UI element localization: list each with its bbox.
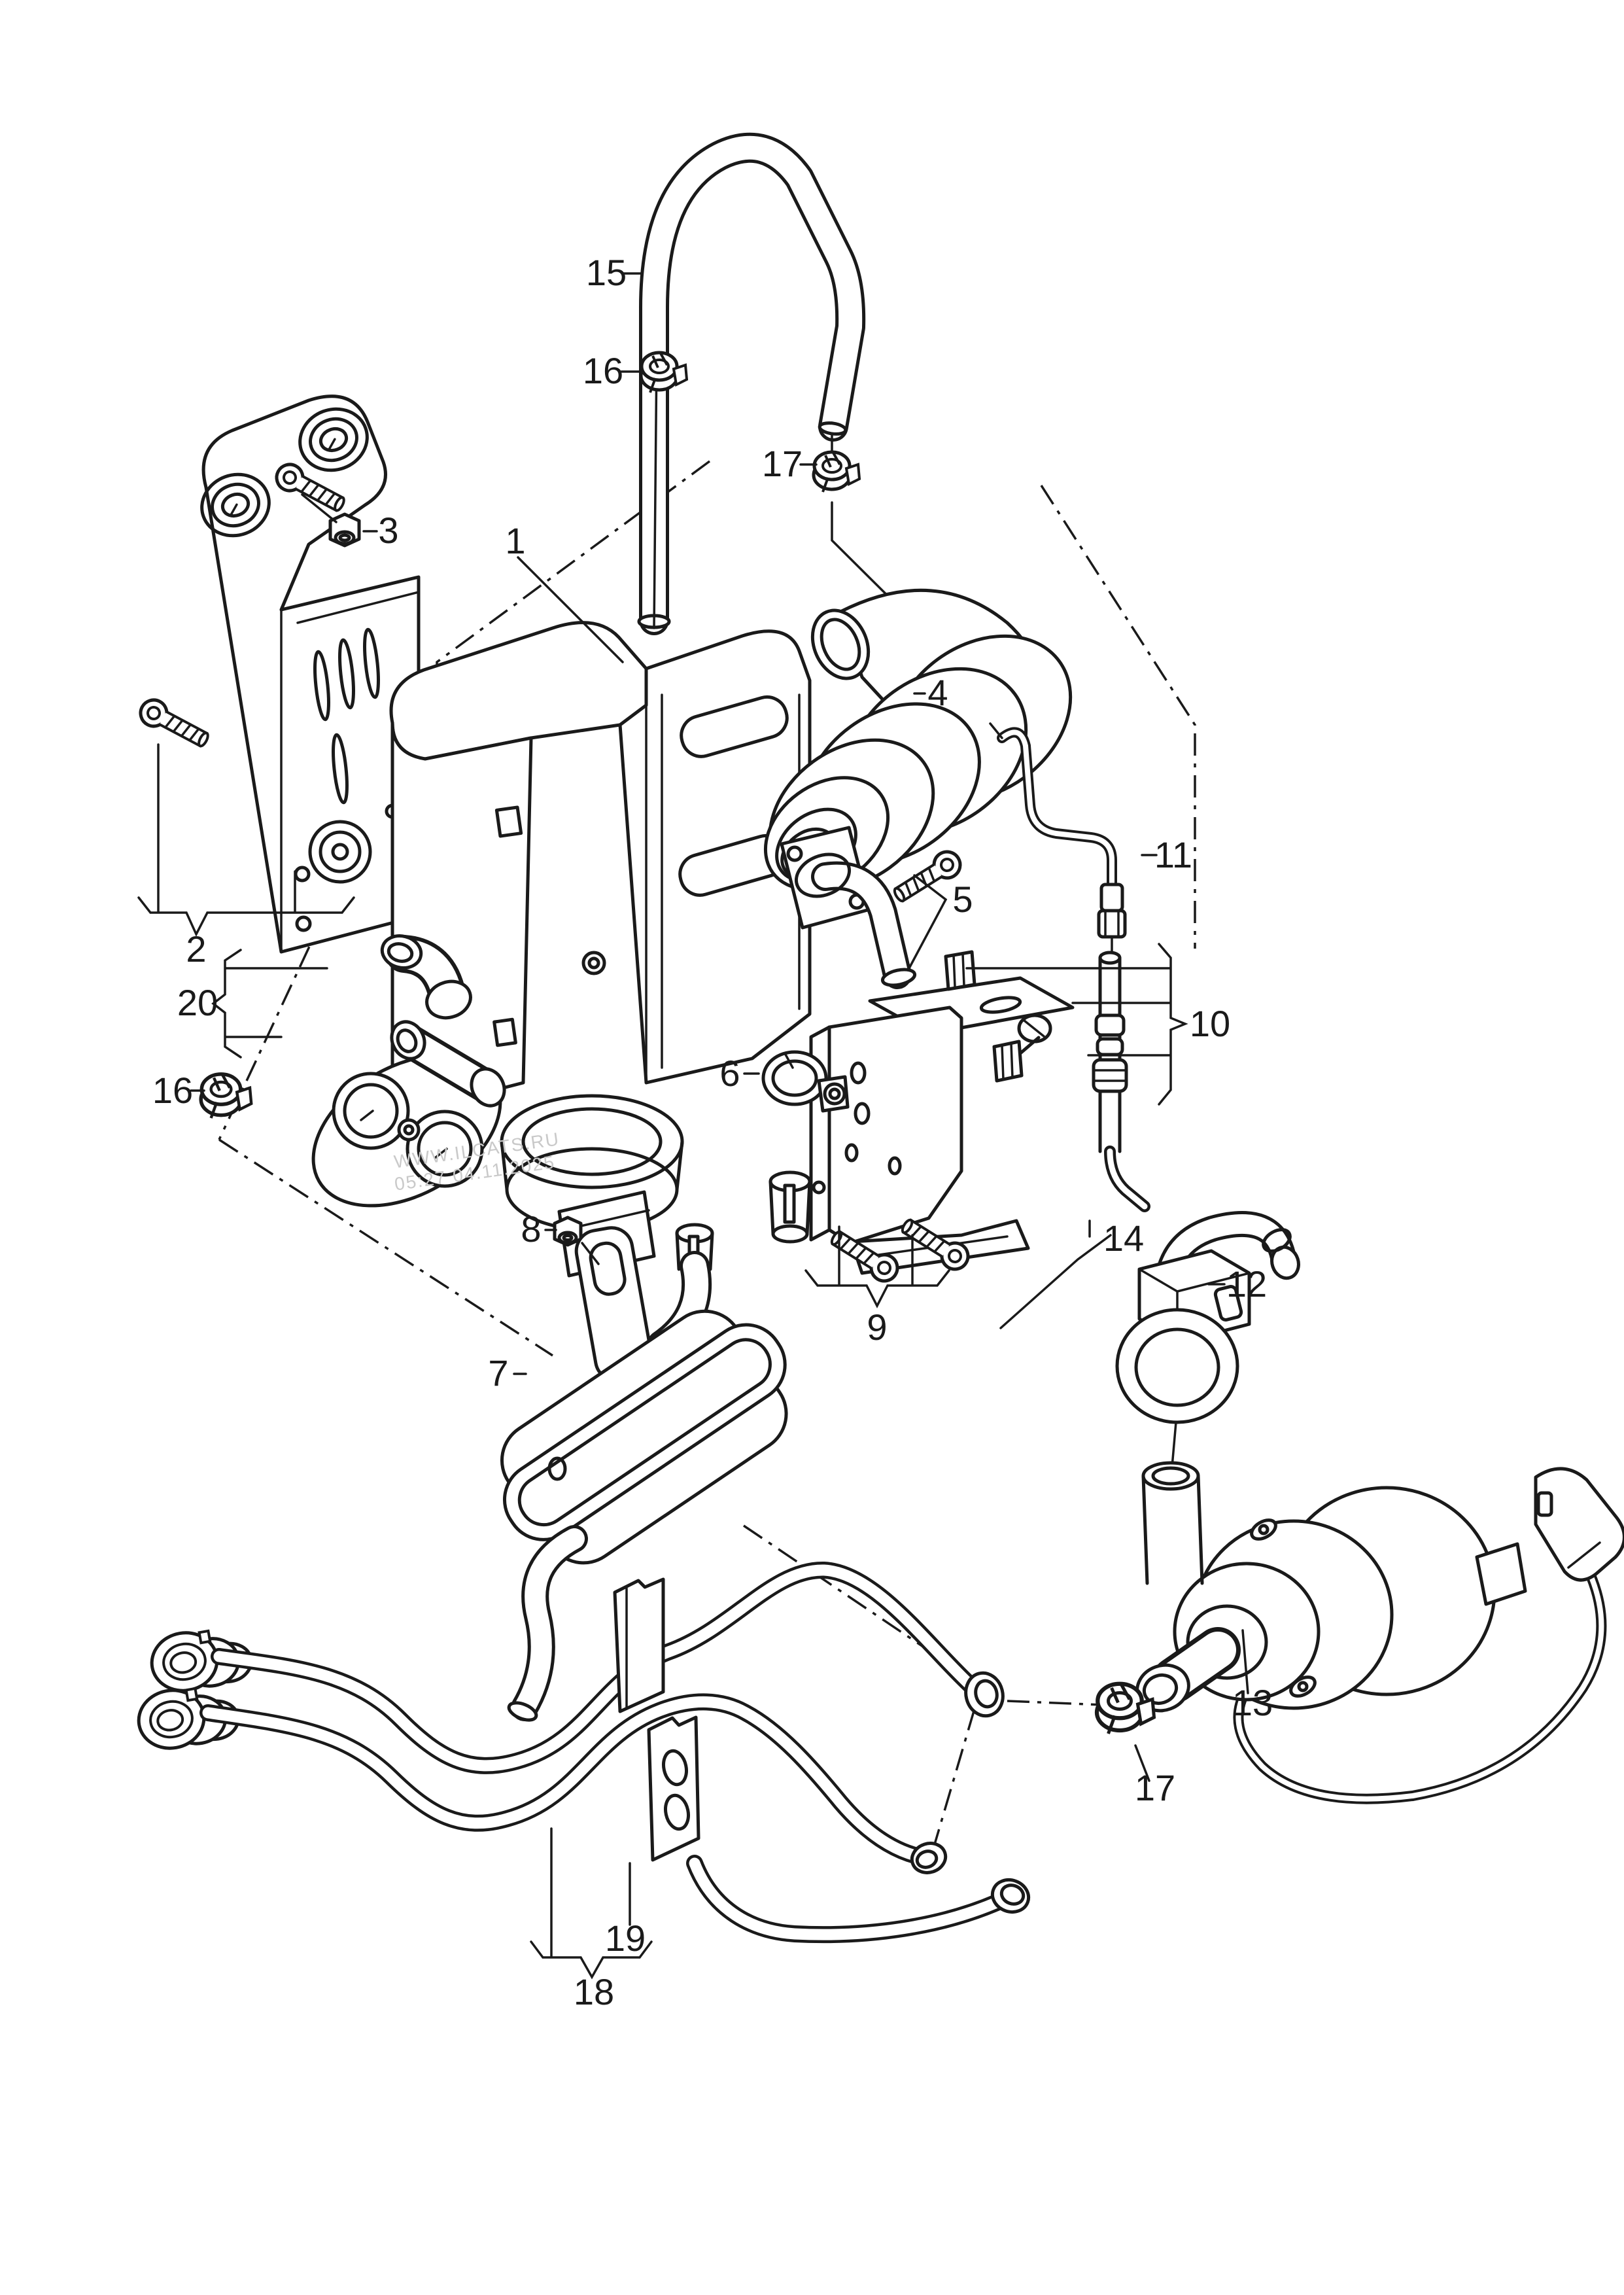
- leader-17-bottom: [1134, 1744, 1150, 1782]
- part-pump-13: [1135, 1461, 1624, 1804]
- callout-13[interactable]: 13: [1232, 1682, 1273, 1723]
- axis-right-side: [1040, 485, 1196, 949]
- part-clip-14: [992, 1013, 1052, 1083]
- callout-14[interactable]: 14: [1103, 1218, 1144, 1259]
- leader-lines: [137, 272, 1249, 1980]
- leader-3: [301, 493, 378, 533]
- axis-pipe-to-pump: [743, 1524, 1135, 1708]
- callout-4[interactable]: 4: [927, 672, 948, 713]
- pipe-plate-19: [647, 1715, 700, 1862]
- part-screw-bracket-left: [136, 695, 213, 752]
- callout-16-top[interactable]: 16: [583, 350, 623, 391]
- part-flange-5: [780, 826, 917, 989]
- part-bracket-9: [809, 950, 1075, 1275]
- pipe-plate-upper: [613, 1577, 665, 1713]
- axis-bracket-to-heater: [436, 460, 711, 826]
- callout-1[interactable]: 1: [505, 520, 525, 561]
- clip-on-bracket: [944, 950, 976, 991]
- callout-19[interactable]: 19: [605, 1918, 646, 1959]
- leader-18: [530, 1827, 653, 1980]
- axis-clamp-to-silencer: [218, 1138, 553, 1357]
- callout-15[interactable]: 15: [586, 252, 627, 293]
- part-fuel-pipe-11: [989, 722, 1127, 954]
- part-clamp-16-left: [201, 1074, 251, 1118]
- callout-8[interactable]: 8: [521, 1208, 541, 1250]
- callouts: 15 16 17 3 1 4 5 11 2 20 16 6 10 14 8 9 …: [152, 252, 1273, 2012]
- leader-1: [517, 556, 624, 663]
- axis-hose-ends: [930, 1708, 976, 1856]
- leader-5: [908, 874, 948, 970]
- part-clamp-17-top: [814, 452, 859, 492]
- callout-6[interactable]: 6: [719, 1053, 740, 1094]
- part-clamp-16-top: [641, 353, 687, 393]
- part-clamp-6: [761, 1050, 850, 1113]
- part-nut-3: [328, 512, 361, 548]
- callout-12[interactable]: 12: [1226, 1263, 1267, 1305]
- leader-2: [137, 743, 355, 937]
- part-hoses-20: [380, 934, 506, 1108]
- grommet-left: [200, 472, 271, 538]
- part-nut-8: [553, 1216, 583, 1247]
- part-pipes-18: [134, 1561, 1031, 1944]
- part-bellows-intake: [763, 588, 1073, 891]
- callout-2[interactable]: 2: [186, 928, 206, 970]
- leader-13: [1241, 1629, 1249, 1694]
- hose-end-lower: [910, 1842, 948, 1874]
- callout-17-bottom[interactable]: 17: [1135, 1767, 1175, 1808]
- callout-7[interactable]: 7: [488, 1352, 508, 1393]
- leader-9: [804, 1225, 950, 1308]
- leader-14: [999, 1219, 1112, 1329]
- callout-18[interactable]: 18: [574, 1971, 614, 2012]
- callout-17-top[interactable]: 17: [762, 443, 803, 484]
- callout-3[interactable]: 3: [378, 510, 398, 551]
- part-bracket-mount: [200, 394, 421, 954]
- callout-20[interactable]: 20: [177, 982, 218, 1023]
- grommet-right: [298, 407, 369, 472]
- callout-16-left[interactable]: 16: [152, 1070, 193, 1111]
- leader-20: [211, 949, 328, 1059]
- leader-10: [965, 943, 1188, 1106]
- part-holder-12: [1115, 1249, 1251, 1468]
- callout-11[interactable]: 11: [1154, 834, 1192, 875]
- callout-10[interactable]: 10: [1190, 1003, 1230, 1044]
- part-silencer-7: [500, 1223, 788, 1722]
- leader-8: [544, 1229, 600, 1265]
- part-heater-unit: [311, 621, 812, 1278]
- callout-5[interactable]: 5: [952, 879, 973, 920]
- callout-9[interactable]: 9: [867, 1306, 887, 1348]
